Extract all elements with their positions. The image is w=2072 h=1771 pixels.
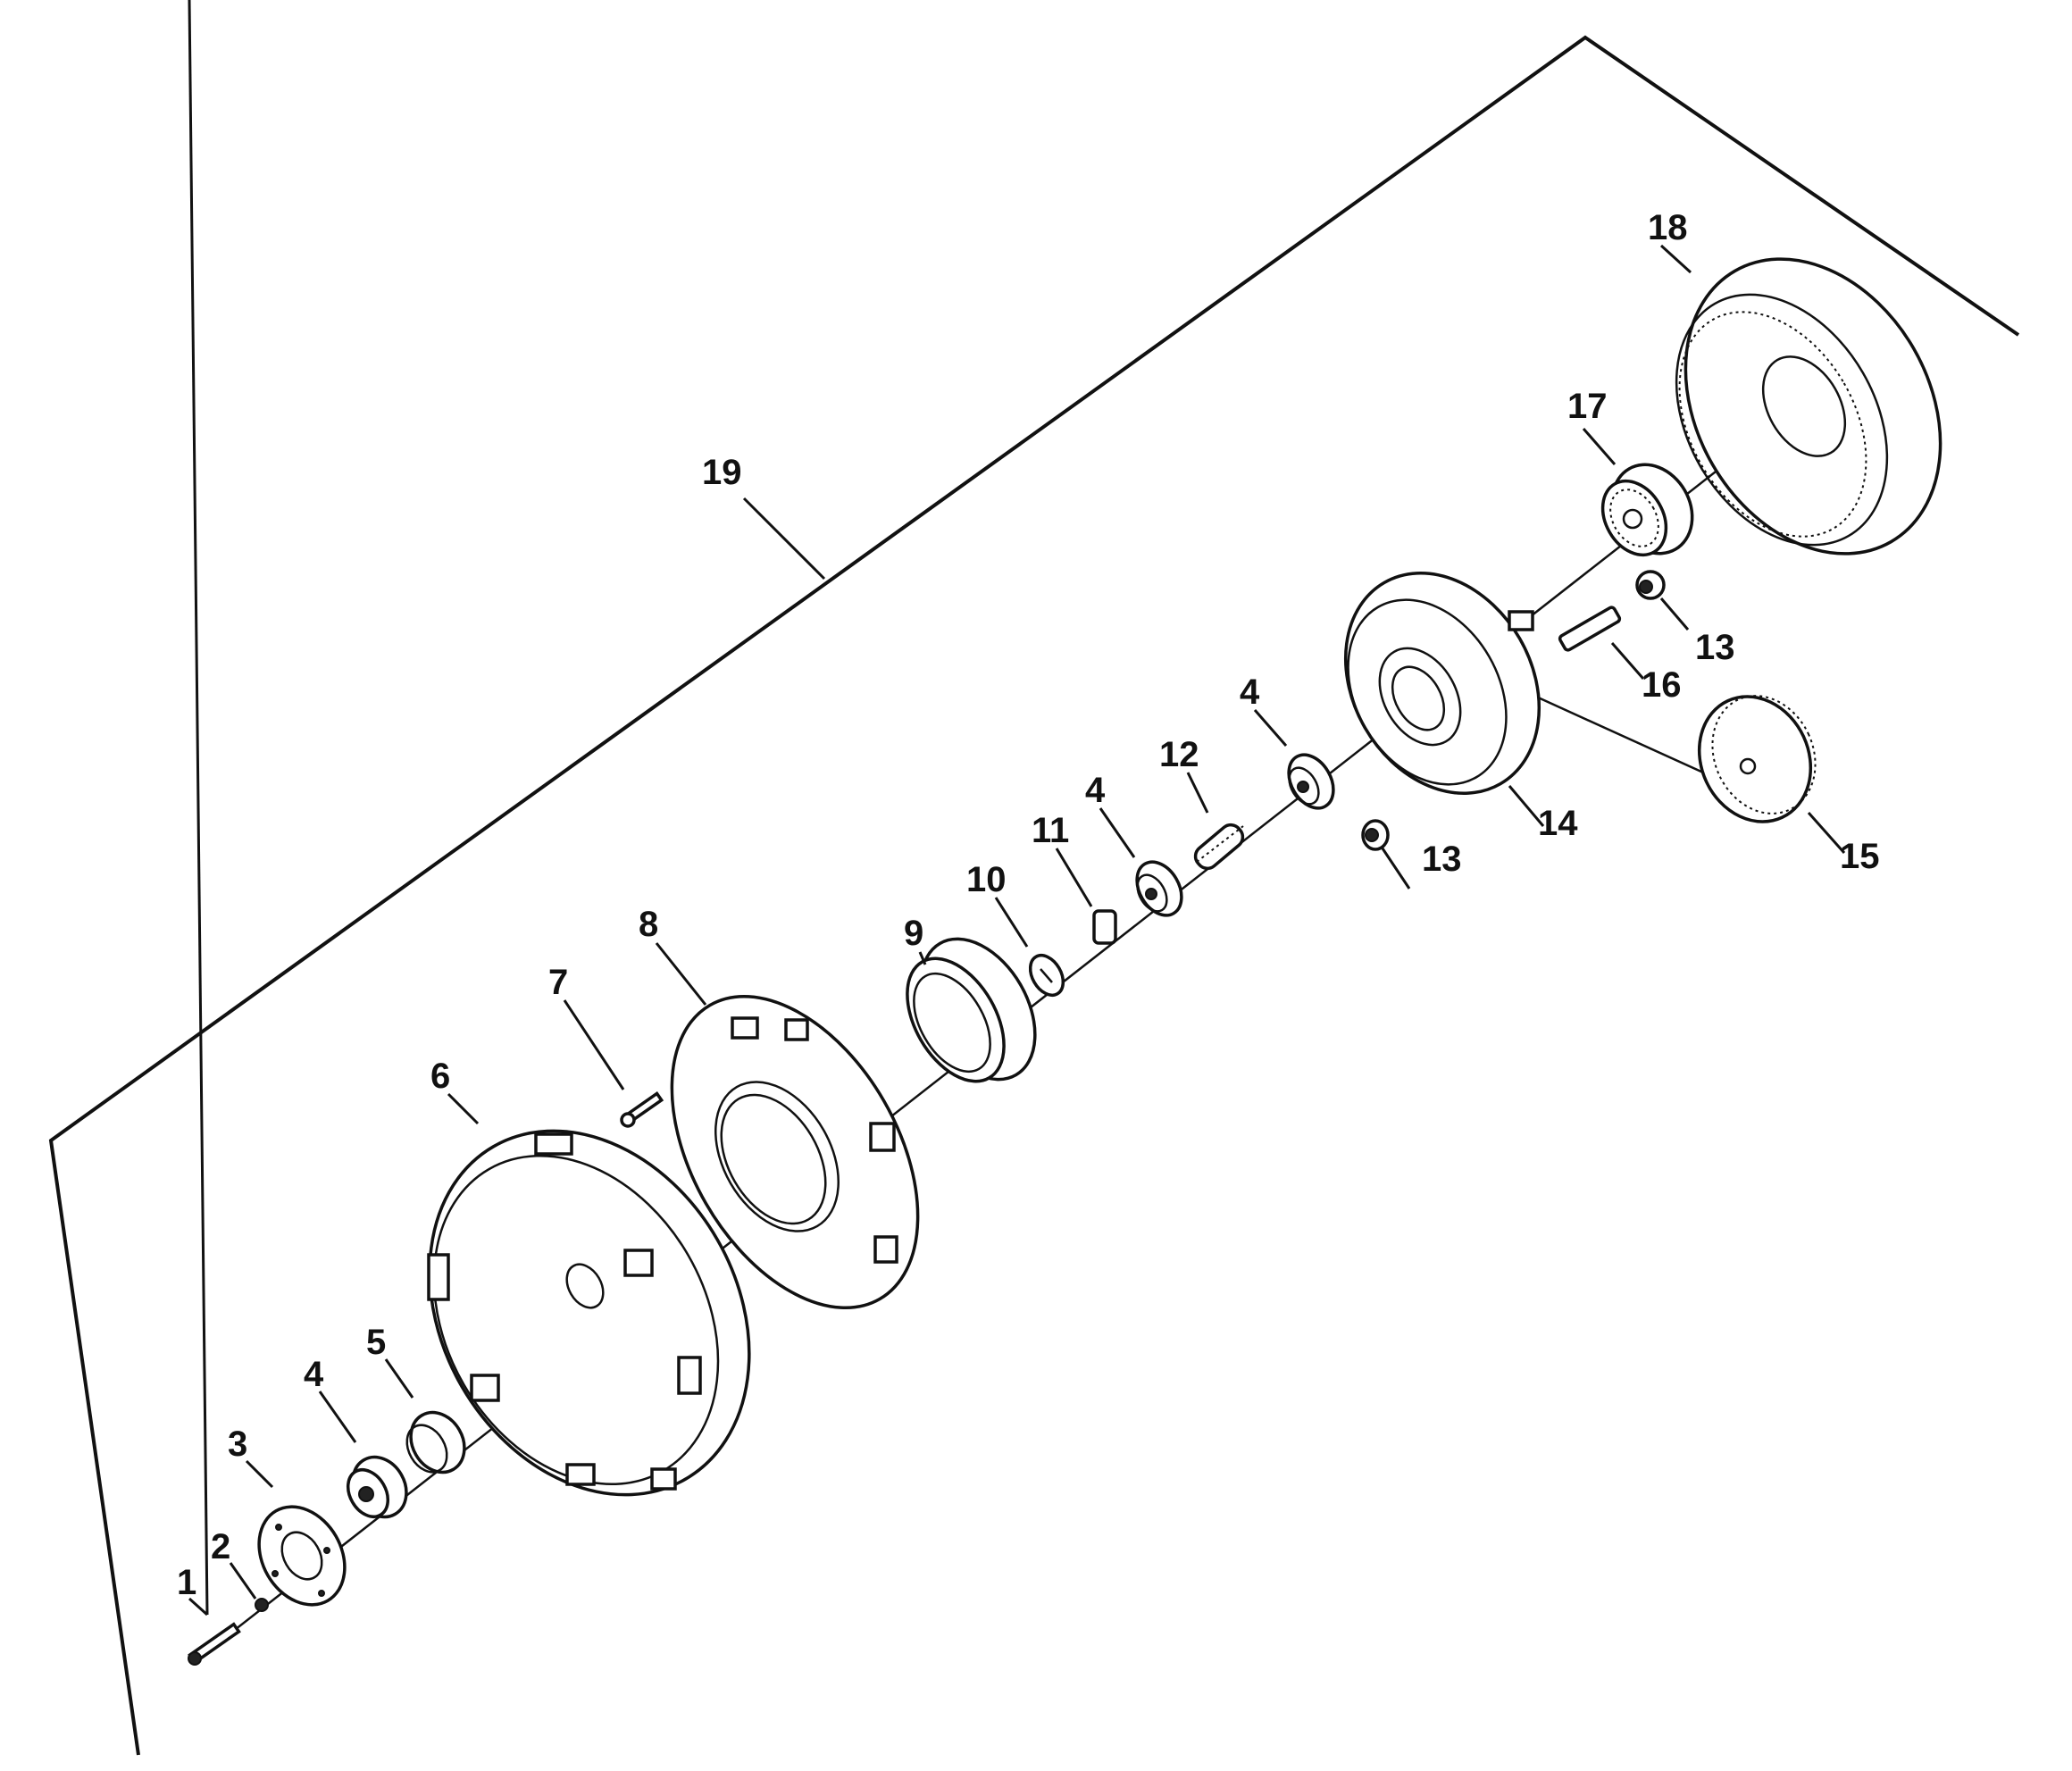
callout-4-third: 4 — [1240, 672, 1260, 712]
callout-18: 18 — [1648, 208, 1688, 247]
callout-1: 1 — [177, 1563, 196, 1602]
part-4-bearing-3 — [1287, 753, 1335, 810]
callout-8: 8 — [639, 905, 658, 944]
part-14-carrier-assembly — [1343, 572, 1541, 795]
callout-9: 9 — [904, 914, 923, 953]
leader-lines — [188, 0, 1846, 1616]
callout-5: 5 — [366, 1323, 386, 1362]
callout-13: 13 — [1422, 840, 1462, 879]
callout-4: 4 — [304, 1355, 324, 1394]
callout-4-second: 4 — [1085, 771, 1106, 810]
callout-19: 19 — [702, 453, 742, 492]
callout-14: 14 — [1538, 804, 1578, 843]
part-15-spur-gear — [1697, 695, 1817, 823]
callout-11: 11 — [1032, 811, 1069, 850]
part-17-ball-bearing — [1600, 463, 1694, 557]
callout-17: 17 — [1567, 387, 1608, 426]
part-8-pressure-plate — [670, 994, 920, 1310]
part-11-key — [1092, 909, 1117, 945]
part-4-bearing-2 — [1135, 860, 1183, 917]
callout-10: 10 — [966, 860, 1007, 899]
callout-12: 12 — [1159, 735, 1199, 774]
callout-16: 16 — [1642, 665, 1682, 705]
callout-7: 7 — [548, 963, 568, 1002]
part-3-flange-plate — [257, 1505, 347, 1607]
part-13-spacer — [1361, 819, 1390, 851]
part-13-spacer-2 — [1635, 570, 1666, 600]
callout-2: 2 — [211, 1527, 230, 1566]
part-18-ring-gear-housing — [1675, 257, 1942, 556]
part-16-pin — [1558, 606, 1622, 652]
callout-13-second: 13 — [1695, 628, 1735, 667]
callout-3: 3 — [228, 1424, 247, 1464]
part-10-nut — [1028, 953, 1065, 998]
part-6-clutch-housing — [427, 1129, 751, 1497]
callout-6: 6 — [430, 1057, 450, 1096]
part-12-worm-gear — [1193, 823, 1245, 871]
callout-15: 15 — [1840, 837, 1880, 876]
callout-labels: 1 2 3 4 5 6 7 8 9 10 11 4 12 4 13 14 15 … — [177, 208, 1880, 1602]
part-5-bushing — [405, 1410, 466, 1474]
part-1-bolt — [188, 1622, 241, 1666]
part-9-large-bearing — [906, 937, 1037, 1083]
part-7-screw — [620, 1090, 664, 1128]
part-4-bearing — [346, 1455, 408, 1519]
part-2-washer — [255, 1598, 269, 1612]
assembly-frame — [48, 35, 2020, 1756]
